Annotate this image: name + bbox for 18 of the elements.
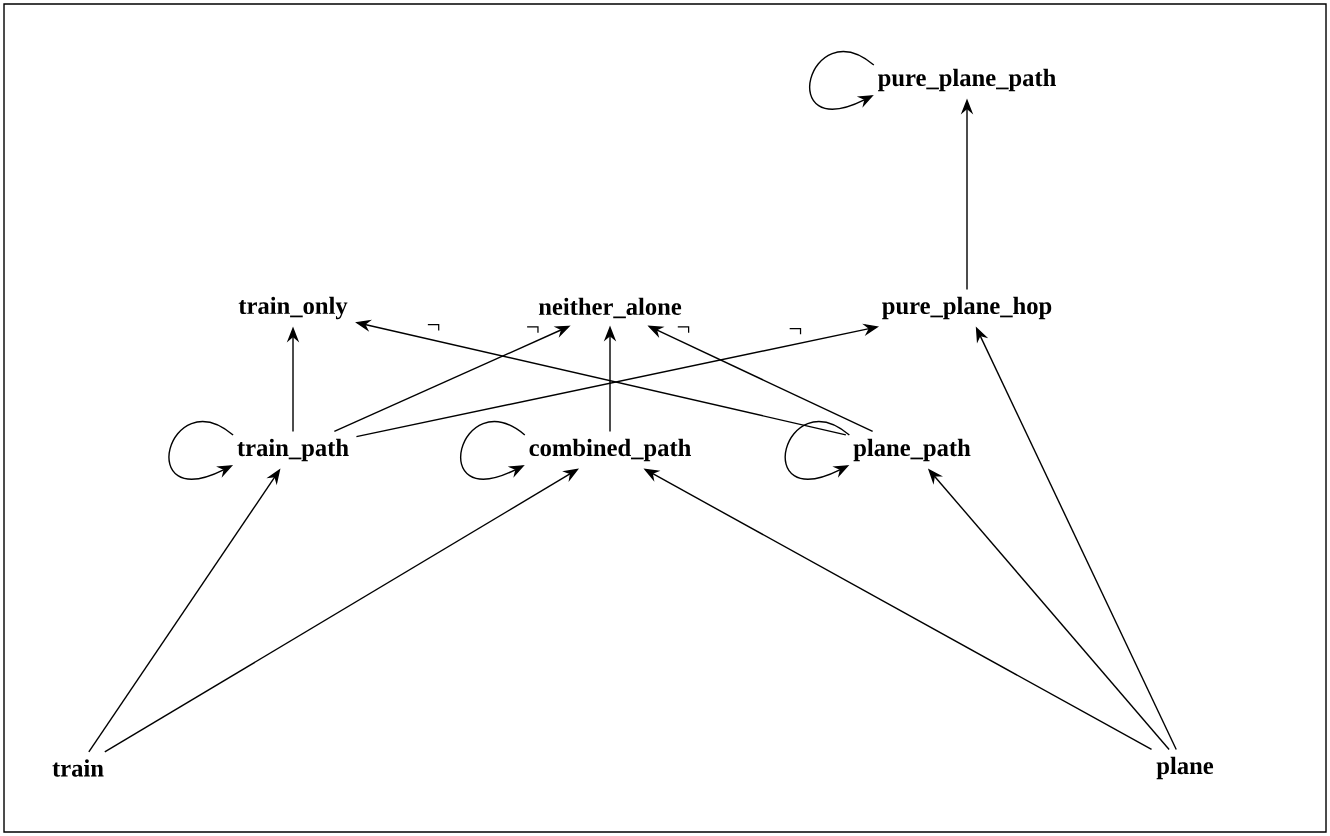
node-label: combined_path [529,438,691,462]
edge-label: ¬ [527,326,539,333]
node-label: pure_plane_hop [882,296,1052,320]
node-label: train_path [237,438,349,462]
arrow [460,420,526,480]
edge-label: ¬ [789,327,802,335]
node-label: pure_plane_path [878,68,1056,92]
node-label: train_only [238,296,348,320]
node-label: plane [1156,756,1214,780]
arrow [104,468,579,753]
arrow [168,420,234,480]
node-label: neither_alone [538,297,682,319]
node-label: train [52,759,104,777]
edge-label: ¬ [677,326,690,333]
node-label: plane_path [853,438,971,462]
edge-label: ¬ [427,324,440,331]
arrow [809,50,875,110]
arrow [784,420,851,480]
